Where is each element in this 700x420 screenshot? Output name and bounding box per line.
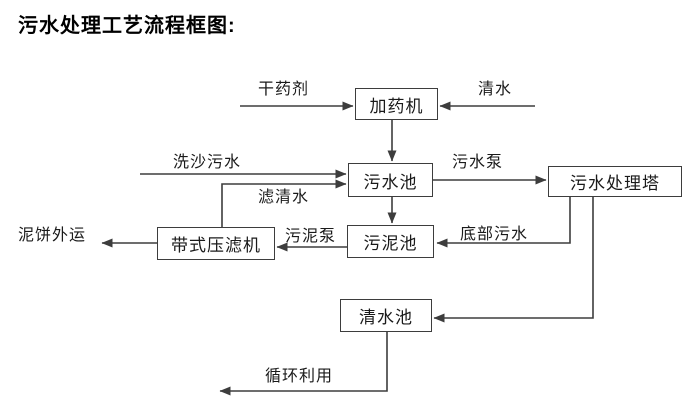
- node-sewage-pool-label: 污水池: [363, 172, 418, 192]
- arrow-tower-to-clean-pool: [433, 197, 594, 323]
- flow-label-clean-water: 清水: [478, 81, 513, 98]
- flow-label-filtered-water: 滤清水: [258, 189, 310, 206]
- node-belt-filter-press: 带式压滤机: [157, 227, 275, 260]
- node-treatment-tower: 污水处理塔: [548, 166, 682, 197]
- flow-label-mud-cake-out: 泥饼外运: [18, 227, 87, 244]
- arrow-tower-bottom-to-sludge-pool: [436, 197, 571, 248]
- flow-label-bottom-sewage: 底部污水: [460, 226, 529, 243]
- node-dosing-machine: 加药机: [355, 88, 438, 120]
- flow-label-sewage-pump: 污水泵: [452, 154, 504, 171]
- node-dosing-machine-label: 加药机: [369, 96, 424, 116]
- node-treatment-tower-label: 污水处理塔: [570, 174, 660, 193]
- node-belt-filter-press-label: 带式压滤机: [171, 236, 261, 255]
- node-clean-water-pool: 清水池: [340, 299, 432, 332]
- arrow-filtered-water-to-sewage-pool: [221, 179, 347, 227]
- node-sludge-pool-label: 污泥池: [363, 234, 418, 253]
- flow-label-sand-washing-sewage: 洗沙污水: [173, 154, 242, 171]
- node-sludge-pool: 污泥池: [347, 225, 434, 258]
- diagram-title: 污水处理工艺流程框图:: [18, 15, 236, 37]
- arrow-clean-pool-to-recycle: [219, 332, 388, 396]
- flow-label-sludge-pump: 污泥泵: [285, 228, 337, 245]
- flow-label-recycle-use: 循环利用: [265, 368, 334, 385]
- node-clean-water-pool-label: 清水池: [359, 308, 413, 327]
- flow-label-dry-agent: 干药剂: [258, 81, 310, 98]
- node-sewage-pool: 污水池: [348, 163, 433, 197]
